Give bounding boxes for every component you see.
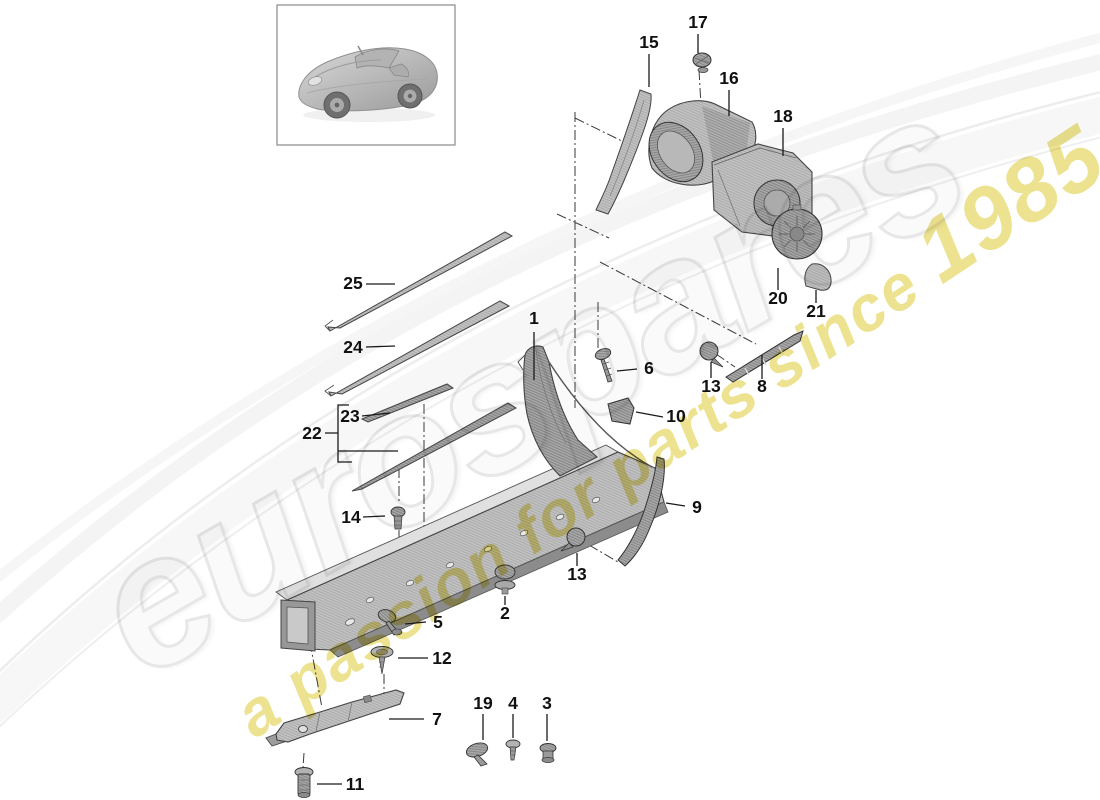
part-sill-trim-25 [324,231,514,332]
part-label-23[interactable]: 23 [340,406,360,426]
part-label-13b[interactable]: 13 [567,564,587,584]
part-label-16[interactable]: 16 [719,68,739,88]
part-label-21[interactable]: 21 [806,301,826,321]
part-label-5[interactable]: 5 [433,612,443,632]
part-label-3[interactable]: 3 [542,693,552,713]
part-cover-cap [804,263,832,291]
part-clip-nut-3 [539,743,557,763]
part-label-19[interactable]: 19 [473,693,493,713]
leader-lines [317,34,817,785]
part-clip-14 [390,506,406,530]
part-label-17[interactable]: 17 [688,12,707,32]
part-support-rod [725,330,804,383]
part-screw-6 [594,348,613,383]
part-label-11[interactable]: 11 [346,774,365,794]
part-push-rivet-19 [465,742,489,767]
car-thumbnail [276,4,456,146]
part-edge-strip [617,456,665,567]
part-rivet-11 [294,767,314,798]
part-label-18[interactable]: 18 [773,106,793,126]
part-label-15[interactable]: 15 [639,32,659,52]
part-clip-13-lower [560,527,586,552]
part-label-8[interactable]: 8 [757,376,767,396]
part-grommet-2 [494,564,516,595]
part-labels: 1 2 3 4 5 6 7 8 9 10 11 12 13 13 14 15 1… [302,12,826,794]
part-label-13a[interactable]: 13 [701,376,721,396]
part-label-10[interactable]: 10 [666,406,686,426]
part-label-12[interactable]: 12 [432,648,452,668]
part-screw-12 [370,646,394,675]
part-label-7[interactable]: 7 [432,709,442,729]
part-pillar-trim [595,89,652,215]
part-fastener-17 [692,52,712,73]
part-label-6[interactable]: 6 [644,358,654,378]
part-label-2[interactable]: 2 [500,603,510,623]
part-sill-trim-22 [351,402,518,492]
part-label-24[interactable]: 24 [343,337,363,357]
part-sill-trim-23 [360,383,455,423]
part-label-20[interactable]: 20 [768,288,788,308]
part-support-bracket [265,689,405,747]
part-rivet-4 [505,739,521,761]
part-label-4[interactable]: 4 [508,693,518,713]
part-clip-13-upper [699,341,724,368]
part-screw-grommet-5 [377,609,403,636]
part-label-1[interactable]: 1 [529,308,539,328]
part-label-14[interactable]: 14 [341,507,361,527]
part-label-25[interactable]: 25 [343,273,363,293]
part-blower-fan [771,204,823,260]
part-wedge-pad [607,397,635,425]
part-label-22[interactable]: 22 [302,423,322,443]
part-label-9[interactable]: 9 [692,497,702,517]
part-sill-trim-24 [324,300,511,397]
